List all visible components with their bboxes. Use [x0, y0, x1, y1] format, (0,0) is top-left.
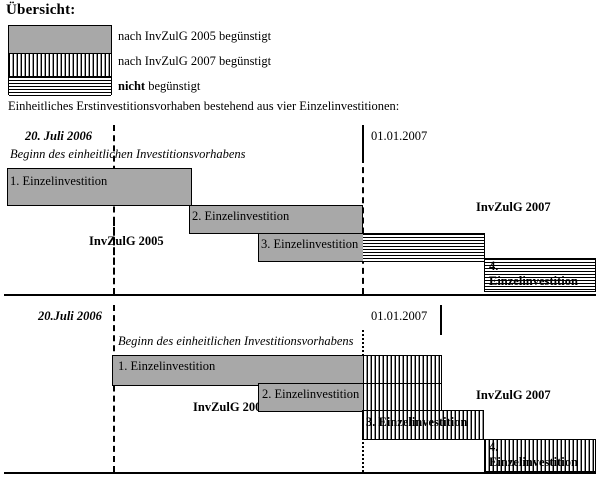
legend-swatch-box	[8, 25, 112, 96]
legend-swatch-horizontal-stripes	[9, 77, 111, 96]
date-rule-right-top-chart1	[362, 125, 364, 157]
bar-1-chart1	[7, 168, 192, 206]
region-label-invzulg-2005-chart2: InvZulG 2005	[193, 400, 268, 414]
bar-2-segment-vertical-stripes-chart2	[363, 384, 441, 411]
timeline-chart-variant-2: 20.Juli 2006 Beginn des einheitlichen In…	[0, 300, 600, 480]
bar-4-chart1	[484, 258, 596, 292]
bar-2-segment-solid-gray-chart2	[259, 384, 363, 411]
bar-1-chart2	[112, 355, 442, 386]
region-label-invzulg-2005-chart1: InvZulG 2005	[89, 234, 164, 248]
bar-4-label-line1-chart1: 4.	[489, 259, 499, 273]
legend-label-nicht-bold: nicht	[118, 79, 146, 93]
date-rule-left-chart2	[113, 305, 115, 472]
bar-2-chart1	[189, 205, 363, 234]
legend-label-nicht-beguenstigt: nicht begünstigt	[118, 79, 200, 94]
legend-label-invzulg-2007: nach InvZulG 2007 begünstigt	[118, 54, 272, 68]
bar-3-label-chart1: 3. Einzelinvestition	[261, 237, 359, 251]
bar-1-segment-solid-gray-chart2	[113, 356, 363, 385]
bar-2-segment-solid-gray-chart1	[190, 206, 362, 233]
bar-2-chart2	[258, 383, 442, 412]
bar-4-chart2	[484, 439, 596, 472]
legend-label-invzulg-2005: nach InvZulG 2005 begünstigt	[118, 29, 272, 43]
bar-3-chart1	[258, 233, 485, 262]
baseline-chart2	[4, 472, 596, 474]
date-rule-left-lower-chart1	[113, 220, 115, 294]
bar-3-segment-solid-gray-chart1	[259, 234, 363, 261]
legend-label-beguenstigt-rest: begünstigt	[145, 79, 201, 93]
date-rule-left-chart1	[113, 125, 115, 294]
date-note-chart1: Beginn des einheitlichen Investitionsvor…	[10, 147, 246, 161]
bar-2-label-chart2: 2. Einzelinvestition	[262, 387, 360, 401]
date-note-chart2: Beginn des einheitlichen Investitionsvor…	[118, 334, 354, 348]
legend-swatch-vertical-stripes	[9, 53, 111, 77]
page-title: Übersicht:	[6, 2, 76, 18]
region-label-invzulg-2007-chart2: InvZulG 2007	[476, 388, 551, 402]
bar-3-chart2	[362, 410, 484, 440]
region-label-invzulg-2007-chart1: InvZulG 2007	[476, 200, 551, 214]
bar-1-segment-vertical-stripes-chart2	[363, 356, 441, 385]
bar-4-segment-horizontal-stripes-chart1	[485, 259, 595, 291]
bar-3-segment-horizontal-stripes-chart1	[363, 234, 484, 261]
date-label-left-chart2: 20.Juli 2006	[38, 309, 102, 323]
legend-swatch-solid-gray	[9, 26, 111, 53]
bar-3-segment-vertical-stripes-chart2	[363, 411, 483, 439]
bar-4-segment-vertical-stripes-chart2	[485, 440, 595, 471]
intro-sentence: Einheitliches Erstinvestitionsvorhaben b…	[8, 99, 400, 113]
date-label-right-chart2: 01.01.2007	[371, 309, 428, 323]
bar-2-label-chart1: 2. Einzelinvestition	[192, 209, 290, 223]
bar-1-segment-solid-gray-chart1	[8, 169, 191, 205]
date-label-left-chart1: 20. Juli 2006	[25, 129, 93, 143]
bar-4-label-line2-chart2: Einzelinvestition	[489, 455, 578, 469]
date-label-right-chart1: 01.01.2007	[371, 129, 428, 143]
bar-1-label-chart1: 1. Einzelinvestition	[10, 174, 108, 188]
date-rule-right-chart1	[362, 157, 364, 294]
bar-3-label-chart2: 3. Einzelinvestition	[366, 415, 468, 429]
bar-4-label-line1-chart2: 4.	[489, 440, 499, 454]
baseline-chart1	[4, 294, 596, 296]
bar-4-label-line2-chart1: Einzelinvestition	[489, 274, 578, 288]
date-rule-right-top-chart2	[440, 305, 442, 335]
timeline-chart-variant-1: 20. Juli 2006 Beginn des einheitlichen I…	[0, 120, 600, 296]
bar-1-label-chart2: 1. Einzelinvestition	[118, 359, 216, 373]
